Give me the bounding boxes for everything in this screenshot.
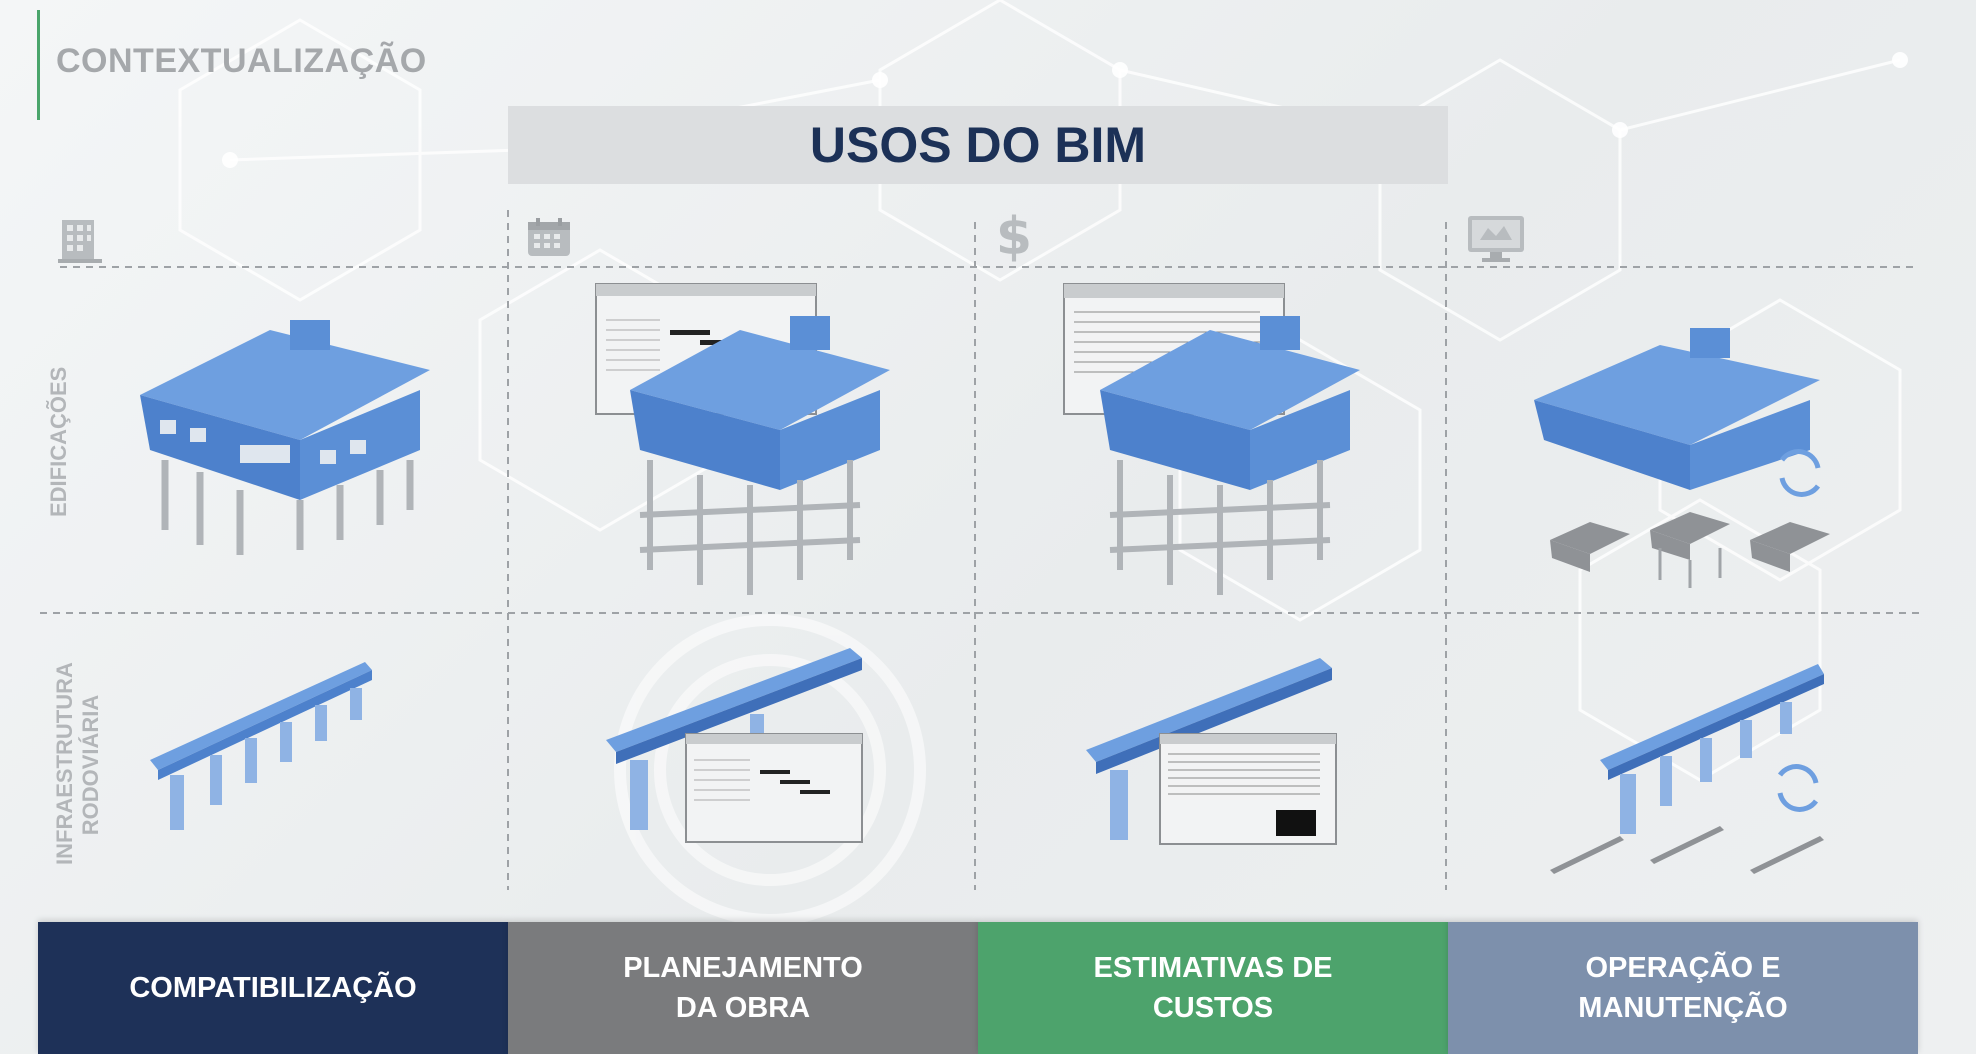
accent-bar — [37, 10, 40, 120]
cell-infra-compatibilizacao — [140, 650, 380, 840]
svg-text:$: $ — [996, 208, 1032, 262]
bridge-operation-image — [1550, 664, 1824, 874]
cell-infra-planejamento — [600, 640, 880, 850]
section-title: CONTEXTUALIZAÇÃO — [56, 42, 427, 80]
footer-categories: COMPATIBILIZAÇÃO PLANEJAMENTO DA OBRA ES… — [38, 922, 1918, 1054]
calendar-icon — [528, 218, 570, 256]
footer-estimativas[interactable]: ESTIMATIVAS DE CUSTOS — [978, 922, 1448, 1054]
cell-edificacoes-estimativas — [1060, 280, 1380, 600]
dollar-icon: $ — [996, 208, 1032, 262]
footer-compatibilizacao[interactable]: COMPATIBILIZAÇÃO — [38, 922, 508, 1054]
footer-planejamento-label: PLANEJAMENTO DA OBRA — [623, 952, 863, 1024]
footer-operacao[interactable]: OPERAÇÃO E MANUTENÇÃO — [1448, 922, 1918, 1054]
bridge-model-image — [150, 662, 372, 830]
cell-edificacoes-operacao — [1530, 310, 1850, 590]
footer-planejamento[interactable]: PLANEJAMENTO DA OBRA — [508, 922, 978, 1054]
operation-model-image — [1534, 328, 1830, 588]
monitor-icon — [1468, 216, 1524, 262]
cell-edificacoes-compatibilizacao — [120, 300, 460, 560]
bridge-schedule-image — [606, 648, 863, 843]
cell-infra-estimativas — [1080, 650, 1350, 850]
cost-estimate-model-image — [1063, 283, 1360, 595]
building-model-image — [140, 320, 430, 555]
bridge-cost-image — [1086, 658, 1337, 845]
row-label-edificacoes: EDIFICAÇÕES — [46, 366, 71, 517]
main-title: USOS DO BIM — [508, 106, 1448, 184]
schedule-model-image — [595, 283, 890, 595]
cell-edificacoes-planejamento — [590, 280, 910, 600]
cell-infra-operacao — [1540, 650, 1840, 890]
footer-compatibilizacao-label: COMPATIBILIZAÇÃO — [129, 972, 417, 1004]
footer-estimativas-label: ESTIMATIVAS DE CUSTOS — [1093, 952, 1333, 1024]
footer-operacao-label: OPERAÇÃO E MANUTENÇÃO — [1578, 952, 1788, 1024]
building-icon — [58, 220, 102, 263]
row-label-infraestrutura: INFRAESTRUTURA RODOVIÁRIA — [52, 662, 103, 865]
